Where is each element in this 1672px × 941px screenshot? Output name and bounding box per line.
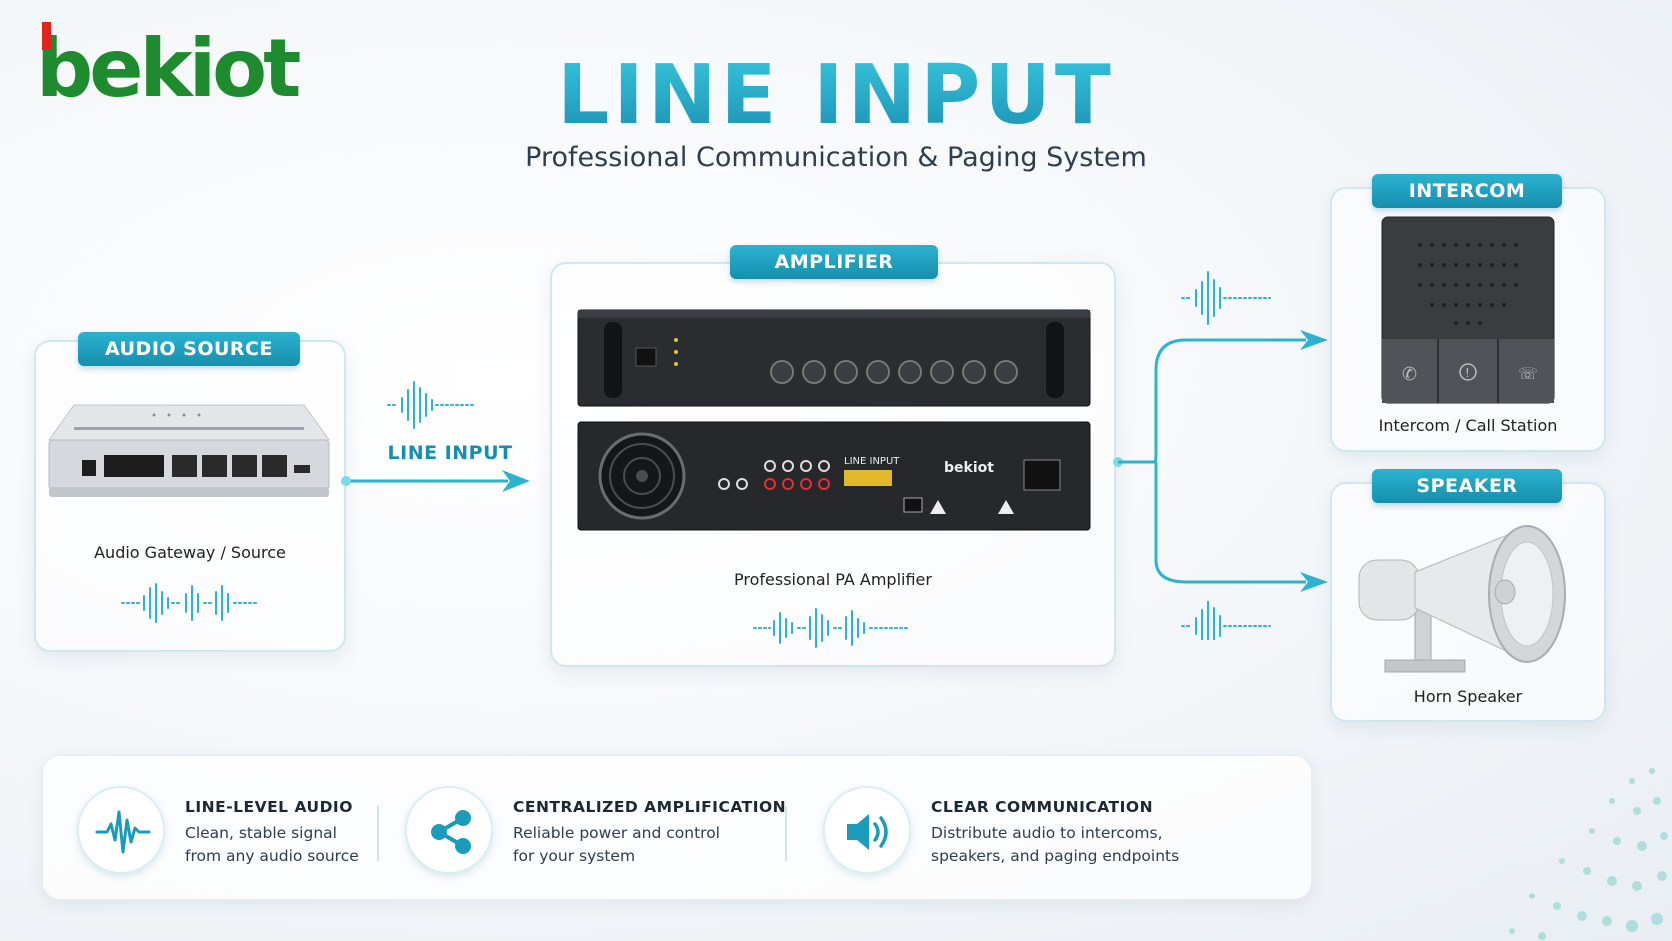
intercom-device: ✆ ! ☏ [1381,216,1555,404]
feature-desc-line2: speakers, and paging endpoints [931,847,1180,865]
feature-divider [785,806,787,861]
line-input-arrow [341,381,530,492]
output-connector [1113,271,1328,640]
rear-line-input-label: LINE INPUT [844,456,900,467]
feature-clear-communication: CLEAR COMMUNICATION Distribute audio to … [823,756,1243,901]
page-title: LINE INPUT [0,48,1672,144]
feature-desc-line1: Distribute audio to intercoms, [931,824,1163,842]
bekiot-logo: bekiot [36,22,304,108]
audio-gateway-device [48,404,330,497]
pa-amplifier-device: LINE INPUT bekiot [577,309,1091,531]
feature-title: CENTRALIZED AMPLIFICATION [513,798,787,816]
line-input-label: LINE INPUT [387,442,513,464]
decorative-dot-pattern [1509,768,1668,940]
feature-icon-circle [405,786,493,874]
feature-icon-circle [823,786,911,874]
page-subtitle: Professional Communication & Paging Syst… [525,142,1147,173]
horn-speaker-device [1358,525,1566,673]
share-icon [431,810,471,854]
svg-text:bekiot: bekiot [36,22,300,108]
feature-desc-line2: from any audio source [185,847,359,865]
feature-desc-line2: for your system [513,847,636,865]
waveform-icon [121,583,259,623]
svg-text:!: ! [1465,366,1470,380]
feature-divider [377,806,379,861]
audio-source-badge: AUDIO SOURCE [78,332,300,366]
feature-icon-circle [77,786,165,874]
audio-source-caption: Audio Gateway / Source [94,543,286,562]
amplifier-badge: AMPLIFIER [730,245,938,279]
feature-desc-line1: Clean, stable signal [185,824,337,842]
feature-title: CLEAR COMMUNICATION [931,798,1154,816]
amplifier-caption: Professional PA Amplifier [734,570,932,589]
speaker-caption: Horn Speaker [1413,687,1523,706]
feature-desc-line1: Reliable power and control [513,824,720,842]
intercom-caption: Intercom / Call Station [1378,416,1558,435]
features-bar: LINE-LEVEL AUDIO Clean, stable signal fr… [42,755,1312,900]
rear-brand-label: bekiot [944,460,994,476]
intercom-badge: INTERCOM [1372,174,1562,208]
speaker-badge: SPEAKER [1372,469,1562,503]
waveform-icon [95,810,151,854]
svg-text:✆: ✆ [1402,364,1417,385]
feature-title: LINE-LEVEL AUDIO [185,798,353,816]
speaker-volume-icon [847,814,888,850]
waveform-icon [753,608,911,648]
svg-text:☏: ☏ [1518,364,1538,383]
feature-line-level-audio: LINE-LEVEL AUDIO Clean, stable signal fr… [77,756,377,901]
feature-centralized-amplification: CENTRALIZED AMPLIFICATION Reliable power… [405,756,787,901]
